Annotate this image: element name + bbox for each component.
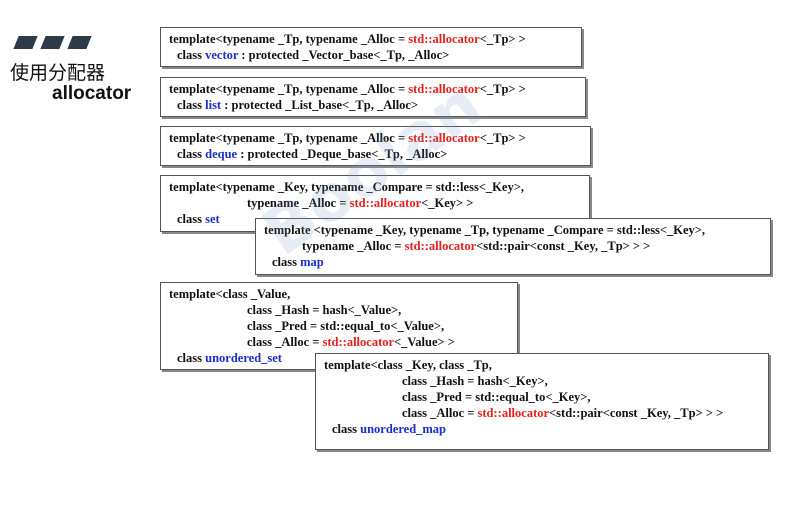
code-line: typename _Alloc = std::allocator<_Key> > <box>247 196 474 210</box>
code-line: class _Hash = hash<_Value>, <box>247 303 402 317</box>
heading-allocator: allocator <box>52 83 132 104</box>
code-line: class deque : protected _Deque_base<_Tp,… <box>177 147 448 161</box>
code-line: template<typename _Tp, typename _Alloc =… <box>169 131 526 145</box>
code-line: class _Hash = hash<_Key>, <box>402 374 548 388</box>
code-line: class map <box>272 255 324 269</box>
code-box-vector: template<typename _Tp, typename _Alloc =… <box>160 27 582 67</box>
code-line: typename _Alloc = std::allocator<std::pa… <box>302 239 651 253</box>
heading-chinese: 使用分配器 <box>10 62 106 84</box>
code-line: class _Alloc = std::allocator<std::pair<… <box>402 406 724 420</box>
code-line: class unordered_set <box>177 351 282 365</box>
code-box-unordered-map: template<class _Key, class _Tp, class _H… <box>315 353 769 450</box>
decorative-bars <box>12 36 92 49</box>
class-name-map: map <box>300 255 324 269</box>
decor-bar <box>40 36 65 49</box>
code-line: class _Alloc = std::allocator<_Value> > <box>247 335 455 349</box>
code-line: template<class _Key, class _Tp, <box>324 358 492 372</box>
class-name-unordered-set: unordered_set <box>205 351 282 365</box>
class-name-vector: vector <box>205 48 239 62</box>
class-name-list: list <box>205 98 222 112</box>
class-name-set: set <box>205 212 220 226</box>
code-box-map: template <typename _Key, typename _Tp, t… <box>255 218 771 275</box>
class-name-deque: deque <box>205 147 238 161</box>
code-line: class _Pred = std::equal_to<_Value>, <box>247 319 445 333</box>
code-line: template <typename _Key, typename _Tp, t… <box>264 223 706 237</box>
code-box-set: template<typename _Key, typename _Compar… <box>160 175 590 232</box>
decor-bar <box>67 36 92 49</box>
code-box-list: template<typename _Tp, typename _Alloc =… <box>160 77 586 117</box>
code-line: class _Pred = std::equal_to<_Key>, <box>402 390 591 404</box>
code-line: class vector : protected _Vector_base<_T… <box>177 48 450 62</box>
code-line: class set <box>177 212 220 226</box>
code-box-deque: template<typename _Tp, typename _Alloc =… <box>160 126 591 166</box>
code-line: class list : protected _List_base<_Tp, _… <box>177 98 419 112</box>
decor-bar <box>13 36 38 49</box>
code-line: template<typename _Key, typename _Compar… <box>169 180 524 194</box>
code-line: template<class _Value, <box>169 287 291 301</box>
class-name-unordered-map: unordered_map <box>360 422 447 436</box>
code-line: template<typename _Tp, typename _Alloc =… <box>169 32 526 46</box>
code-line: template<typename _Tp, typename _Alloc =… <box>169 82 526 96</box>
code-line: class unordered_map <box>332 422 447 436</box>
